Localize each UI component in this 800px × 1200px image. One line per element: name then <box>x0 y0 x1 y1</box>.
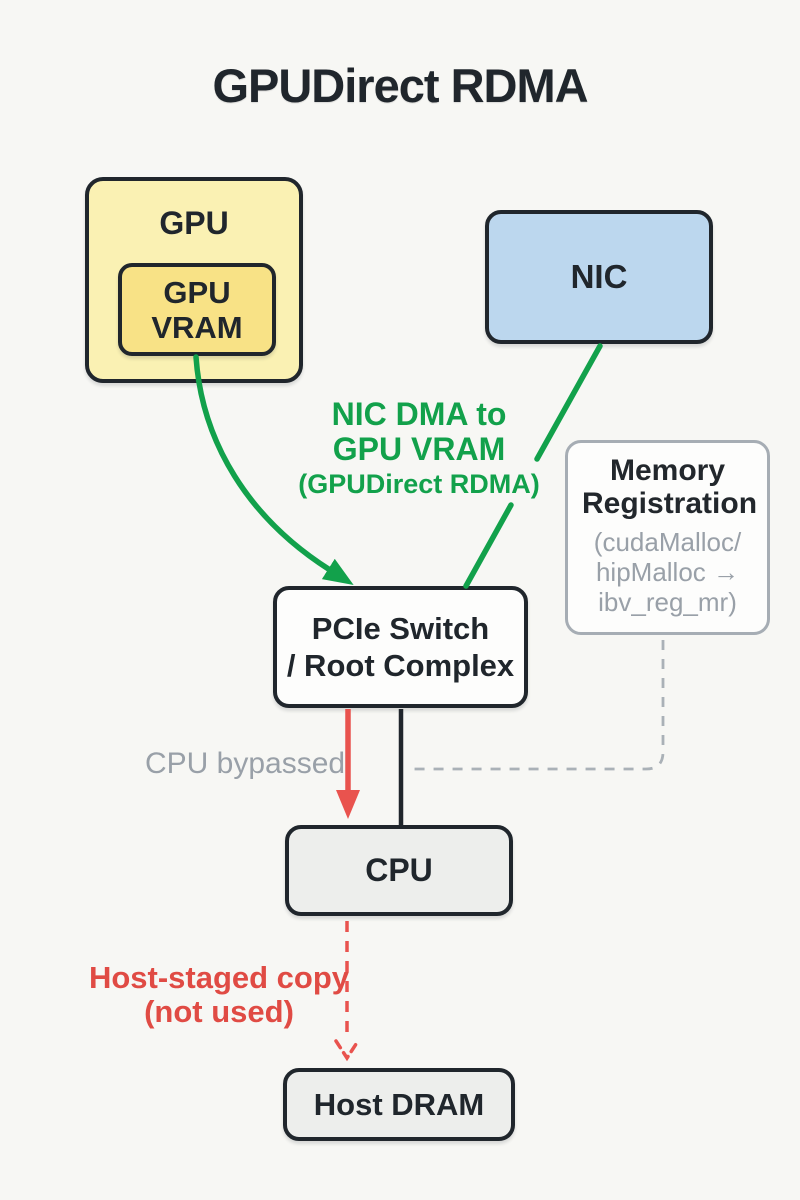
nic-dma-edge-label-line2: GPU VRAM <box>332 431 506 467</box>
cpu-to-dram-red-dashed-arrowhead-icon <box>334 1039 360 1062</box>
gpu-vram-label: GPU VRAM <box>151 274 243 345</box>
pcie-switch-label-line2: / Root Complex <box>286 648 515 683</box>
cpu-bypassed-label: CPU bypassed <box>145 747 346 780</box>
cpu-node: CPU <box>285 825 513 916</box>
memory-registration-node: Memory Registration (cudaMalloc/ hipMall… <box>565 440 770 635</box>
nic-dma-edge-label-line1: NIC DMA to <box>331 396 507 432</box>
memory-registration-detail: (cudaMalloc/ hipMalloc → ibv_reg_mr) <box>568 527 767 617</box>
pcie-switch-node: PCIe Switch / Root Complex <box>273 586 528 708</box>
memory-registration-detail-line1: (cudaMalloc/ <box>593 527 742 557</box>
nic-to-pcie-green-line-lower <box>463 502 514 589</box>
host-staged-copy-label-line2: (not used) <box>144 994 294 1029</box>
pcie-switch-label-line1: PCIe Switch <box>311 611 490 646</box>
memory-registration-detail-line3: ibv_reg_mr) <box>598 587 737 617</box>
gpu-vram-node: GPU VRAM <box>118 263 276 356</box>
host-dram-node: Host DRAM <box>283 1068 515 1141</box>
page-title: GPUDirect RDMA <box>212 59 588 112</box>
nic-dma-edge-label: NIC DMA to GPU VRAM (GPUDirect RDMA) <box>288 397 550 500</box>
memory-registration-title: Memory Registration <box>582 454 758 520</box>
nic-node: NIC <box>485 210 713 344</box>
nic-label: NIC <box>570 258 628 295</box>
cpu-label: CPU <box>365 852 433 888</box>
host-staged-copy-label: Host-staged copy (not used) <box>88 961 350 1029</box>
gpu-label: GPU <box>159 205 229 241</box>
memory-registration-detail-line2: hipMalloc → <box>595 557 740 587</box>
host-staged-copy-label-line1: Host-staged copy <box>88 960 350 995</box>
host-dram-label: Host DRAM <box>313 1086 485 1122</box>
nic-dma-edge-label-line3: (GPUDirect RDMA) <box>298 469 540 499</box>
